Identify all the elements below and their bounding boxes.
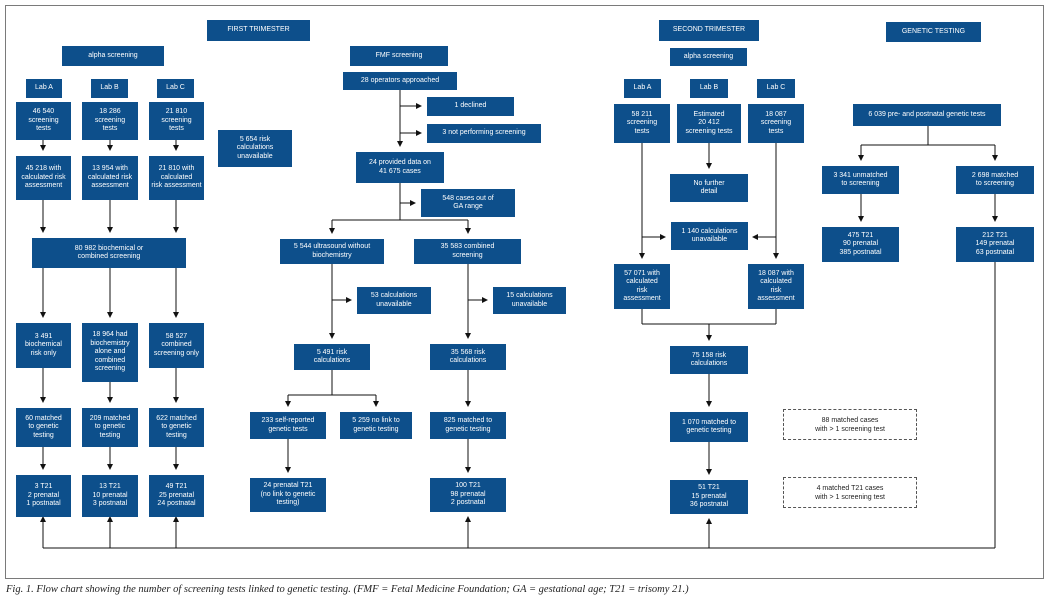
fmf-combined-screening: 35 583 combined screening bbox=[414, 239, 521, 264]
st-alpha-screening: alpha screening bbox=[670, 48, 747, 66]
first-trimester-header: FIRST TRIMESTER bbox=[207, 20, 310, 41]
figure-frame bbox=[5, 5, 1044, 579]
fmf-operators-approached: 28 operators approached bbox=[343, 72, 457, 90]
ft-alpha-screening: alpha screening bbox=[62, 46, 164, 66]
ft-lab-c-tests: 21 810 screening tests bbox=[149, 102, 204, 140]
ft-lab-c: Lab C bbox=[157, 79, 194, 98]
st-lab-c: Lab C bbox=[757, 79, 795, 98]
st-no-further-detail: No further detail bbox=[670, 174, 748, 202]
ft-lab-c-combined: 58 527 combined screening only bbox=[149, 323, 204, 368]
fmf-us-calc-unavailable: 53 calculations unavailable bbox=[357, 287, 431, 314]
st-lab-c-calculated: 18 087 with calculated risk assessment bbox=[748, 264, 804, 309]
genetic-testing-header: GENETIC TESTING bbox=[886, 22, 981, 42]
st-lab-a-tests: 58 211 screening tests bbox=[614, 104, 670, 143]
fmf-provided-data: 24 provided data on 41 675 cases bbox=[356, 152, 444, 183]
note-multi-screening-t21: 4 matched T21 cases with > 1 screening t… bbox=[783, 477, 917, 508]
ft-lab-c-matched: 622 matched to genetic testing bbox=[149, 408, 204, 447]
fmf-declined: 1 declined bbox=[427, 97, 514, 116]
st-lab-c-tests: 18 087 screening tests bbox=[748, 104, 804, 143]
fmf-combined-calc-unavailable: 15 calculations unavailable bbox=[493, 287, 566, 314]
st-t21: 51 T21 15 prenatal 36 postnatal bbox=[670, 480, 748, 514]
note-multi-screening-cases: 88 matched cases with > 1 screening test bbox=[783, 409, 917, 440]
genetic-matched-t21: 212 T21 149 prenatal 63 postnatal bbox=[956, 227, 1034, 262]
ft-combined-screening: 80 982 biochemical or combined screening bbox=[32, 238, 186, 268]
ft-lab-b: Lab B bbox=[91, 79, 128, 98]
fmf-self-reported-tests: 233 self-reported genetic tests bbox=[250, 412, 326, 439]
st-lab-a-calculated: 57 071 with calculated risk assessment bbox=[614, 264, 670, 309]
ft-lab-b-calculated: 13 954 with calculated risk assessment bbox=[82, 156, 138, 200]
st-lab-a: Lab A bbox=[624, 79, 661, 98]
st-lab-b: Lab B bbox=[690, 79, 728, 98]
ft-lab-a-calculated: 45 218 with calculated risk assessment bbox=[16, 156, 71, 200]
fmf-no-link: 5 259 no link to genetic testing bbox=[340, 412, 412, 439]
genetic-tests-total: 6 039 pre- and postnatal genetic tests bbox=[853, 104, 1001, 126]
genetic-unmatched-t21: 475 T21 90 prenatal 385 postnatal bbox=[822, 227, 899, 262]
ft-lab-c-calculated: 21 810 with calculated risk assessment bbox=[149, 156, 204, 200]
st-calc-unavailable: 1 140 calculations unavailable bbox=[671, 222, 748, 250]
fmf-combined-t21: 100 T21 98 prenatal 2 postnatal bbox=[430, 478, 506, 512]
genetic-matched: 2 698 matched to screening bbox=[956, 166, 1034, 194]
fmf-combined-risk-calculations: 35 568 risk calculations bbox=[430, 344, 506, 370]
fmf-ultrasound-only: 5 544 ultrasound without biochemistry bbox=[280, 239, 384, 264]
ft-calc-unavailable: 5 654 risk calculations unavailable bbox=[218, 130, 292, 167]
fmf-screening-title: FMF screening bbox=[350, 46, 448, 66]
fmf-out-of-ga-range: 548 cases out of GA range bbox=[421, 189, 515, 217]
fmf-us-risk-calculations: 5 491 risk calculations bbox=[294, 344, 370, 370]
fmf-self-reported-t21: 24 prenatal T21 (no link to genetic test… bbox=[250, 478, 326, 512]
st-risk-calculations: 75 158 risk calculations bbox=[670, 346, 748, 374]
genetic-unmatched: 3 341 unmatched to screening bbox=[822, 166, 899, 194]
fmf-combined-matched: 825 matched to genetic testing bbox=[430, 412, 506, 439]
ft-lab-a-tests: 46 540 screening tests bbox=[16, 102, 71, 140]
ft-lab-b-biochemical: 18 964 had biochemistry alone and combin… bbox=[82, 323, 138, 382]
ft-lab-a-matched: 60 matched to genetic testing bbox=[16, 408, 71, 447]
figure-caption: Fig. 1. Flow chart showing the number of… bbox=[6, 584, 689, 595]
second-trimester-header: SECOND TRIMESTER bbox=[659, 20, 759, 41]
ft-lab-a-biochemical: 3 491 biochemical risk only bbox=[16, 323, 71, 368]
fmf-not-performing: 3 not performing screening bbox=[427, 124, 541, 143]
ft-lab-b-tests: 18 286 screening tests bbox=[82, 102, 138, 140]
st-lab-b-tests: Estimated 20 412 screening tests bbox=[677, 104, 741, 143]
ft-lab-c-t21: 49 T21 25 prenatal 24 postnatal bbox=[149, 475, 204, 517]
ft-lab-b-t21: 13 T21 10 prenatal 3 postnatal bbox=[82, 475, 138, 517]
ft-lab-a-t21: 3 T21 2 prenatal 1 postnatal bbox=[16, 475, 71, 517]
ft-lab-a: Lab A bbox=[26, 79, 62, 98]
st-matched: 1 070 matched to genetic testing bbox=[670, 412, 748, 442]
ft-lab-b-matched: 209 matched to genetic testing bbox=[82, 408, 138, 447]
